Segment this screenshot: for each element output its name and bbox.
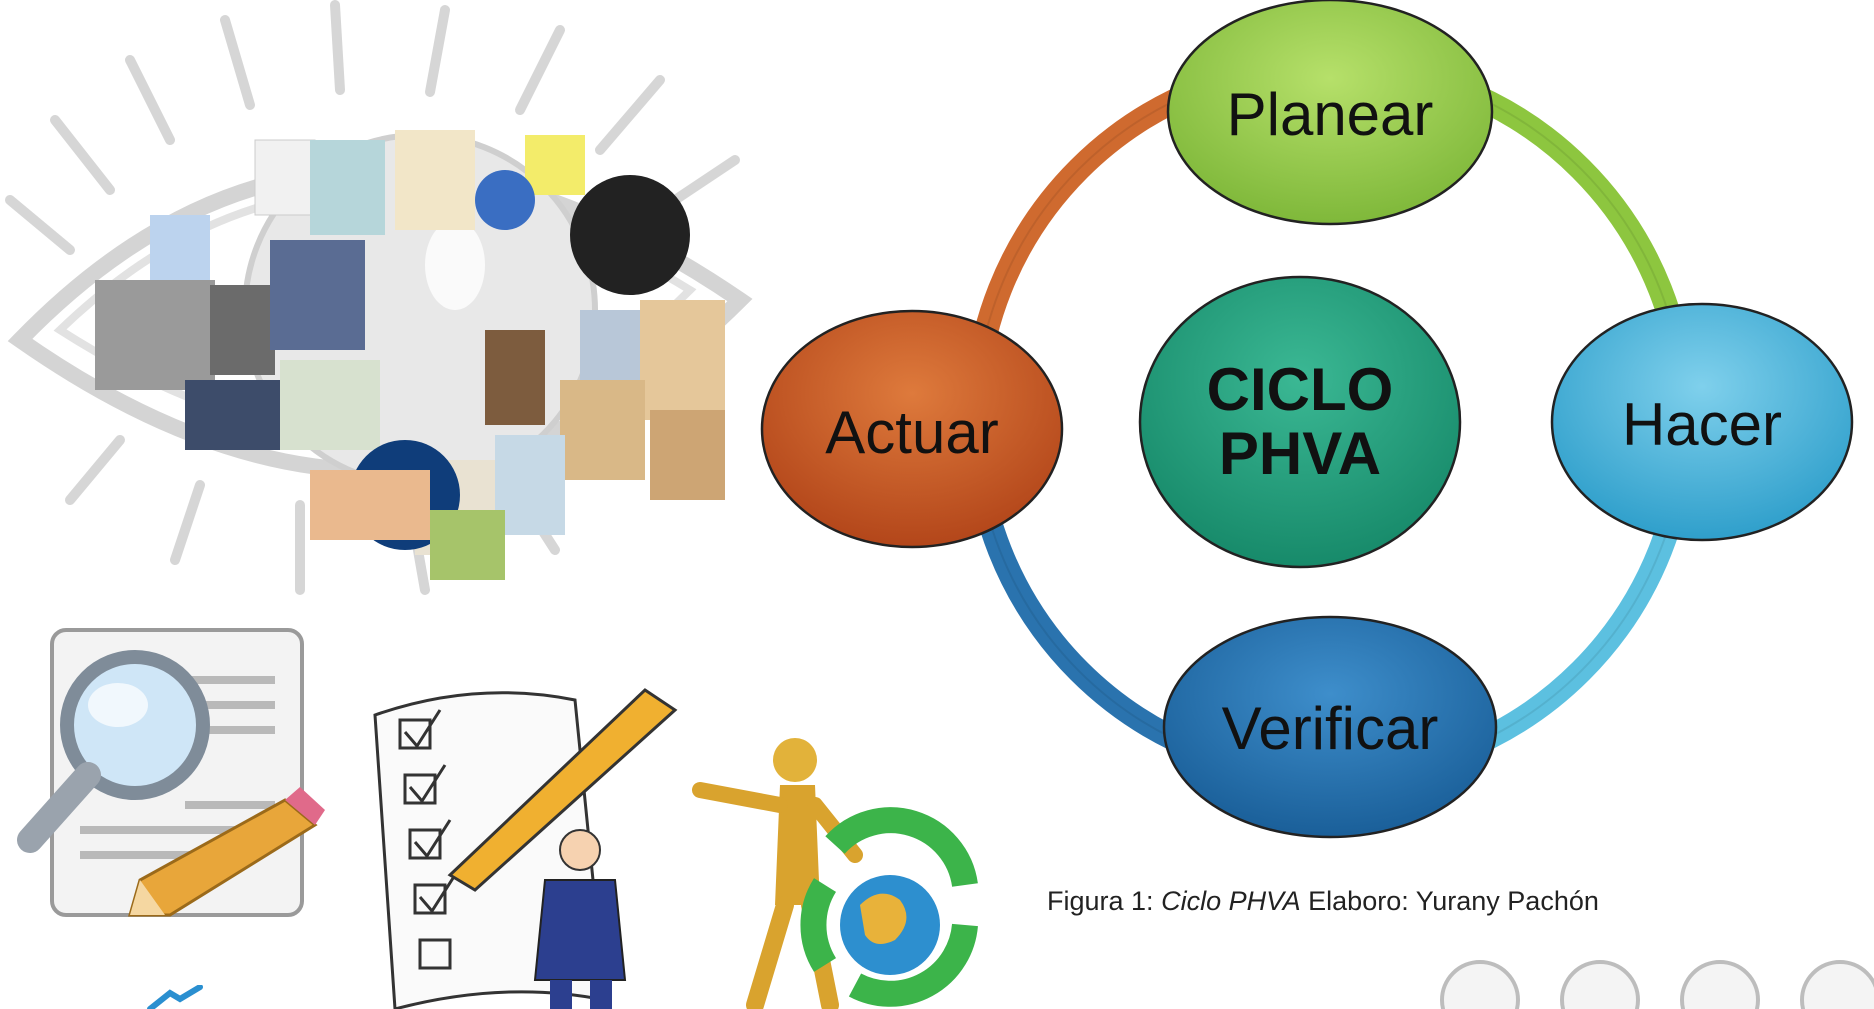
eye-outline <box>7 161 753 479</box>
node-verificar <box>1162 615 1498 839</box>
phva-cycle-diagram <box>760 0 1854 839</box>
certification-seal-1 <box>1440 960 1520 1009</box>
corner-logo-icon <box>147 985 203 1009</box>
caption-prefix: Figura 1: <box>1047 886 1154 916</box>
figure-caption: Figura 1: Ciclo PHVA Elaboro: Yurany Pac… <box>1047 886 1599 917</box>
eye-collage-illustration <box>5 0 753 595</box>
node-center <box>1138 275 1462 569</box>
node-actuar <box>760 309 1064 549</box>
golden-figure-globe-illustration <box>692 738 978 1009</box>
caption-title: Ciclo PHVA <box>1161 886 1301 916</box>
caption-suffix: Elaboro: Yurany Pachón <box>1308 886 1599 916</box>
certification-seal-4 <box>1800 960 1874 1009</box>
collage-photos <box>95 130 725 580</box>
node-hacer <box>1550 302 1854 542</box>
checklist-illustration <box>373 688 678 1009</box>
certification-seal-2 <box>1560 960 1640 1009</box>
certification-seals <box>1440 960 1874 1009</box>
certification-seal-3 <box>1680 960 1760 1009</box>
iris-highlight <box>425 220 485 310</box>
node-planear <box>1166 0 1494 226</box>
document-magnifier-icon <box>17 628 325 917</box>
